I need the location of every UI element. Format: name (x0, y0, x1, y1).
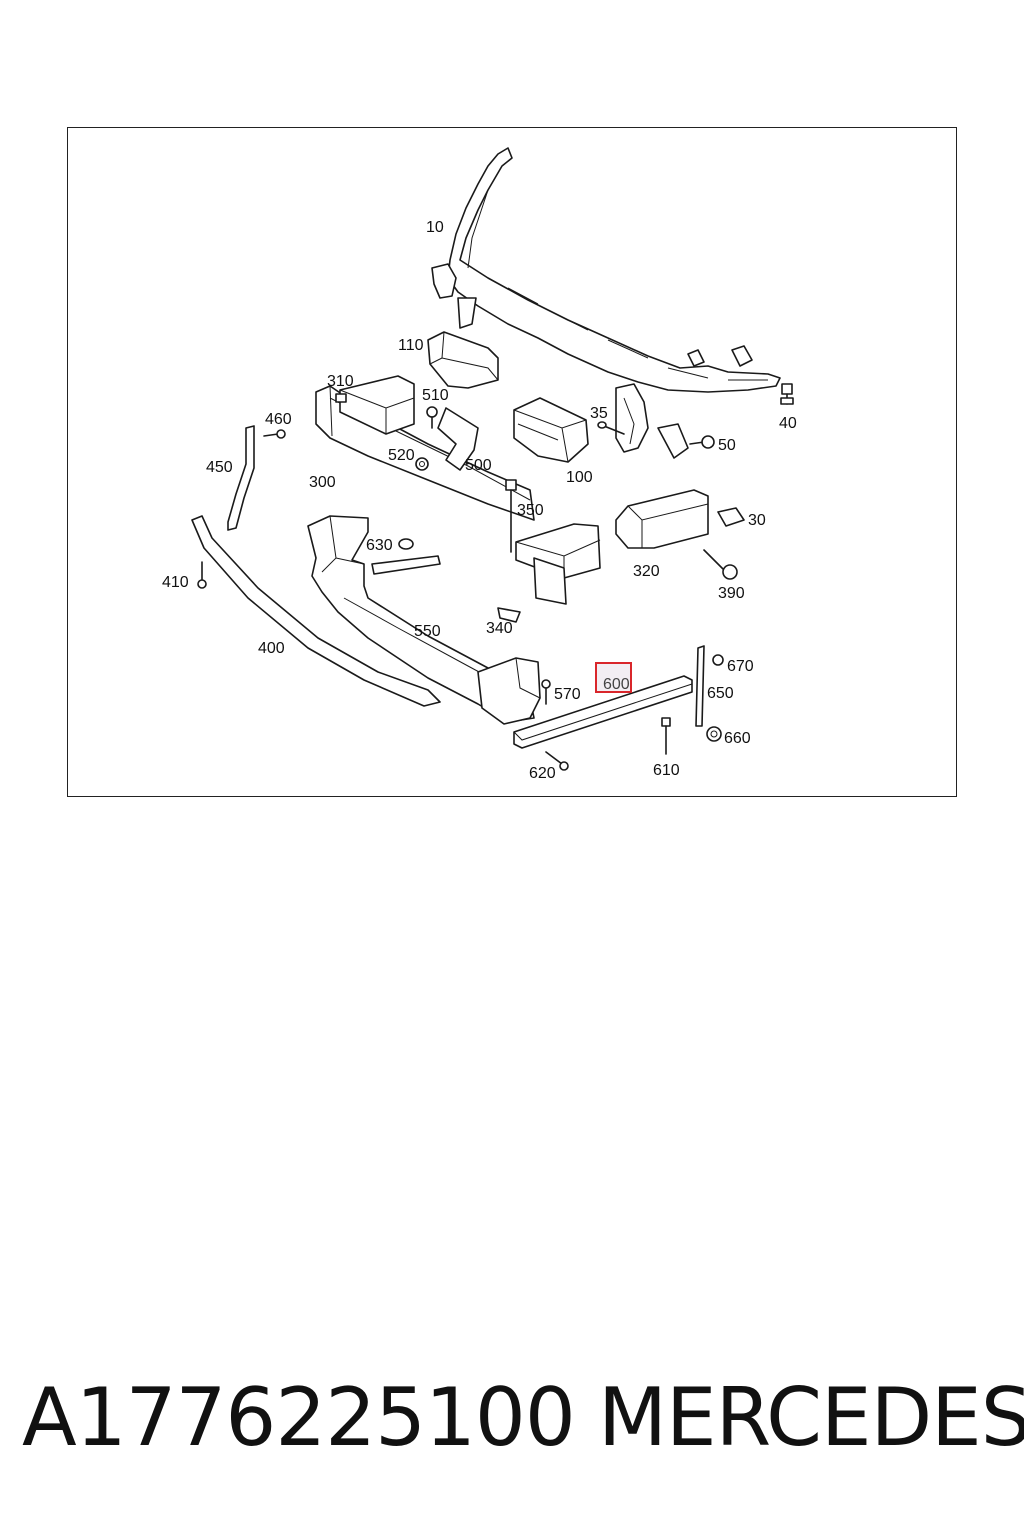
part-450-bracket (227, 425, 255, 531)
callout-600: 600 (603, 676, 630, 693)
callout-300: 300 (309, 474, 336, 491)
part-620-bolt (545, 751, 569, 771)
callout-340: 340 (486, 620, 513, 637)
callout-670: 670 (727, 658, 754, 675)
callout-650: 650 (707, 685, 734, 702)
part-110-shroud (427, 331, 499, 389)
callout-410: 410 (162, 574, 189, 591)
part-670-nut (712, 654, 724, 666)
part-300-bumper-beam (315, 375, 601, 605)
part-400-trim-strip (191, 515, 441, 707)
part-10-upper-carrier (431, 147, 781, 459)
part-number: A1776225100 (22, 1371, 576, 1464)
parts-diagram: 10 110 310 510 460 35 40 50 520 500 100 … (162, 147, 797, 782)
callout-510: 510 (422, 387, 449, 404)
callout-10: 10 (426, 219, 444, 236)
callout-400: 400 (258, 640, 285, 657)
callout-40: 40 (779, 415, 797, 432)
callout-310: 310 (327, 373, 354, 390)
part-660-nut (706, 726, 722, 742)
callout-550: 550 (414, 623, 441, 640)
part-460-bolt (263, 429, 286, 439)
callout-100: 100 (566, 469, 593, 486)
part-510-bolt (426, 406, 438, 429)
highlight-box-600 (595, 662, 632, 693)
part-310-bracket (335, 393, 347, 403)
part-630-grommet (398, 538, 414, 550)
callout-320: 320 (633, 563, 660, 580)
part-410-bolt (197, 561, 207, 589)
part-350-long-bolt (505, 479, 517, 553)
brand-name: MERCEDES (598, 1371, 1024, 1464)
part-40-bolt (780, 383, 794, 405)
part-600-rail (513, 675, 693, 749)
callout-630: 630 (366, 537, 393, 554)
callout-30: 30 (748, 512, 766, 529)
parts-diagram-frame: 10 110 310 510 460 35 40 50 520 500 100 … (67, 127, 957, 797)
callout-570: 570 (554, 686, 581, 703)
part-35-pin (597, 421, 625, 435)
callout-500: 500 (465, 457, 492, 474)
callout-660: 660 (724, 730, 751, 747)
callout-460: 460 (265, 411, 292, 428)
callout-35: 35 (590, 405, 608, 422)
part-570-bolt (541, 679, 551, 705)
part-630-strip (371, 555, 441, 575)
callout-390: 390 (718, 585, 745, 602)
part-390-bolt (703, 549, 738, 580)
callout-610: 610 (653, 762, 680, 779)
callout-110: 110 (398, 337, 424, 354)
callout-50: 50 (718, 437, 736, 454)
callout-520: 520 (388, 447, 415, 464)
part-100-cover (513, 397, 589, 463)
part-650-strip (695, 645, 705, 727)
part-520-nut (415, 457, 429, 471)
part-550-cross-member (307, 515, 541, 725)
part-500-bracket (437, 407, 479, 471)
part-50-bolt (689, 435, 715, 449)
part-320-bracket (615, 489, 709, 549)
part-340-clip (497, 607, 521, 623)
callout-450: 450 (206, 459, 233, 476)
part-610-bolt (661, 717, 671, 755)
callout-620: 620 (529, 765, 556, 782)
callout-350: 350 (517, 502, 544, 519)
part-30-clip (717, 507, 745, 527)
